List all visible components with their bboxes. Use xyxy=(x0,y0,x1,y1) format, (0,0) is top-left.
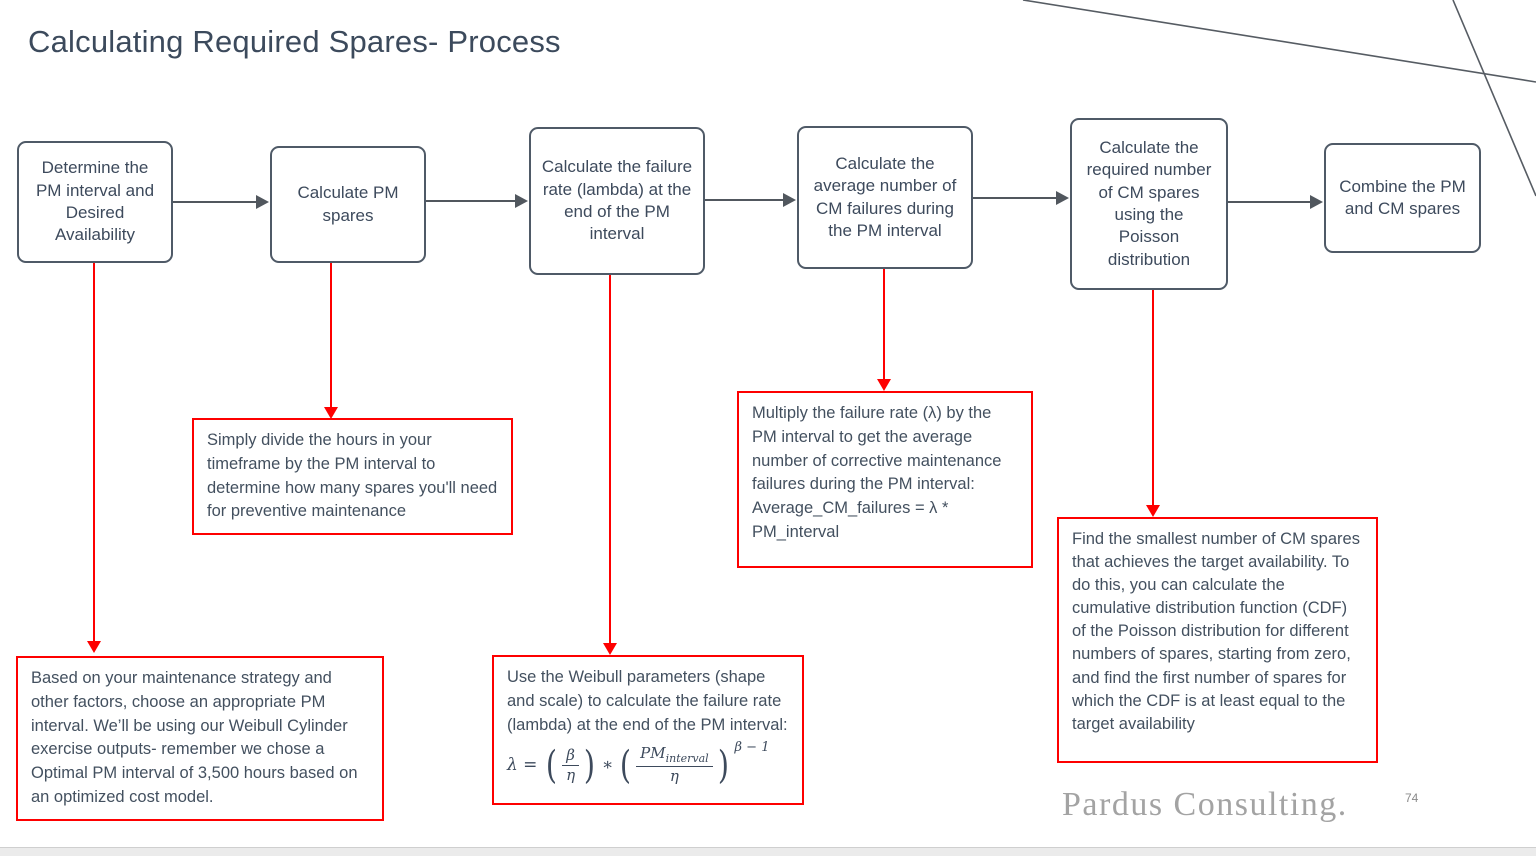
annotation-pm-interval: Based on your maintenance strategy and o… xyxy=(16,656,384,821)
weibull-failure-rate-formula: λ = ( β η ) ∗ ( PMinterval η ) β − 1 xyxy=(507,740,789,789)
slide-title: Calculating Required Spares- Process xyxy=(28,24,561,59)
flow-step-label: Combine the PM and CM spares xyxy=(1339,176,1466,218)
annotation-formula: Average_CM_failures = λ * PM_interval xyxy=(752,499,949,541)
flow-connector-arrow-2 xyxy=(426,194,528,208)
formula-numerator: PMinterval xyxy=(636,743,713,768)
formula-denominator: η xyxy=(566,765,576,784)
formula-open-paren: ( xyxy=(546,743,558,788)
flow-step-determine-pm-interval: Determine the PM interval and Desired Av… xyxy=(17,141,173,263)
callout-arrow-pm-interval xyxy=(87,263,101,653)
formula-open-paren: ( xyxy=(620,743,632,788)
formula-close-paren: ) xyxy=(717,743,729,788)
formula-fraction-pm-interval-eta: PMinterval η xyxy=(636,743,713,786)
annotation-poisson: Find the smallest number of CM spares th… xyxy=(1057,517,1378,763)
brand-logo-text: Pardus Consulting. xyxy=(1062,786,1348,823)
callout-arrow-poisson xyxy=(1146,290,1160,517)
annotation-text: Based on your maintenance strategy and o… xyxy=(31,669,358,806)
flow-step-label: Calculate the average number of CM failu… xyxy=(813,153,957,240)
annotation-cm-failures: Multiply the failure rate (λ) by the PM … xyxy=(737,391,1033,568)
formula-lhs: λ = xyxy=(507,755,538,776)
annotation-pm-spares: Simply divide the hours in your timefram… xyxy=(192,418,513,535)
flow-connector-arrow-1 xyxy=(173,195,269,209)
formula-numerator: β xyxy=(562,746,579,766)
formula-close-paren: ) xyxy=(583,743,595,788)
flow-step-label: Calculate PM spares xyxy=(297,183,399,225)
bottom-edge-strip xyxy=(0,847,1536,856)
callout-arrow-pm-spares xyxy=(324,263,338,419)
annotation-text: Find the smallest number of CM spares th… xyxy=(1072,530,1360,733)
flow-connector-arrow-5 xyxy=(1228,195,1323,209)
flow-step-calculate-pm-spares: Calculate PM spares xyxy=(270,146,426,263)
flow-connector-arrow-4 xyxy=(973,191,1069,205)
callout-arrow-failure-rate xyxy=(603,275,617,655)
annotation-text: Simply divide the hours in your timefram… xyxy=(207,431,498,521)
formula-denominator: η xyxy=(669,767,679,786)
annotation-text: Use the Weibull parameters (shape and sc… xyxy=(507,668,788,734)
formula-times-operator: ∗ xyxy=(601,755,614,776)
callout-arrow-cm-failures xyxy=(877,269,891,391)
flow-connector-arrow-3 xyxy=(705,193,796,207)
page-number: 74 xyxy=(1405,791,1419,805)
flow-step-combine-spares: Combine the PM and CM spares xyxy=(1324,143,1481,253)
annotation-failure-rate: Use the Weibull parameters (shape and sc… xyxy=(492,655,804,805)
flow-step-label: Calculate the required number of CM spar… xyxy=(1086,137,1212,269)
flow-step-label: Determine the PM interval and Desired Av… xyxy=(35,158,155,245)
formula-exponent: β − 1 xyxy=(734,740,770,756)
flow-step-calculate-failure-rate: Calculate the failure rate (lambda) at t… xyxy=(529,127,705,275)
diagonal-line-shallow xyxy=(1022,0,1536,83)
formula-pm-base: PM xyxy=(640,743,666,762)
formula-fraction-beta-eta: β η xyxy=(562,746,579,785)
flow-step-cm-spares-poisson: Calculate the required number of CM spar… xyxy=(1070,118,1228,290)
annotation-text: Multiply the failure rate (λ) by the PM … xyxy=(752,404,1002,494)
flow-step-label: Calculate the failure rate (lambda) at t… xyxy=(541,157,693,244)
flow-step-average-cm-failures: Calculate the average number of CM failu… xyxy=(797,126,973,269)
formula-pm-subscript: interval xyxy=(665,751,709,765)
